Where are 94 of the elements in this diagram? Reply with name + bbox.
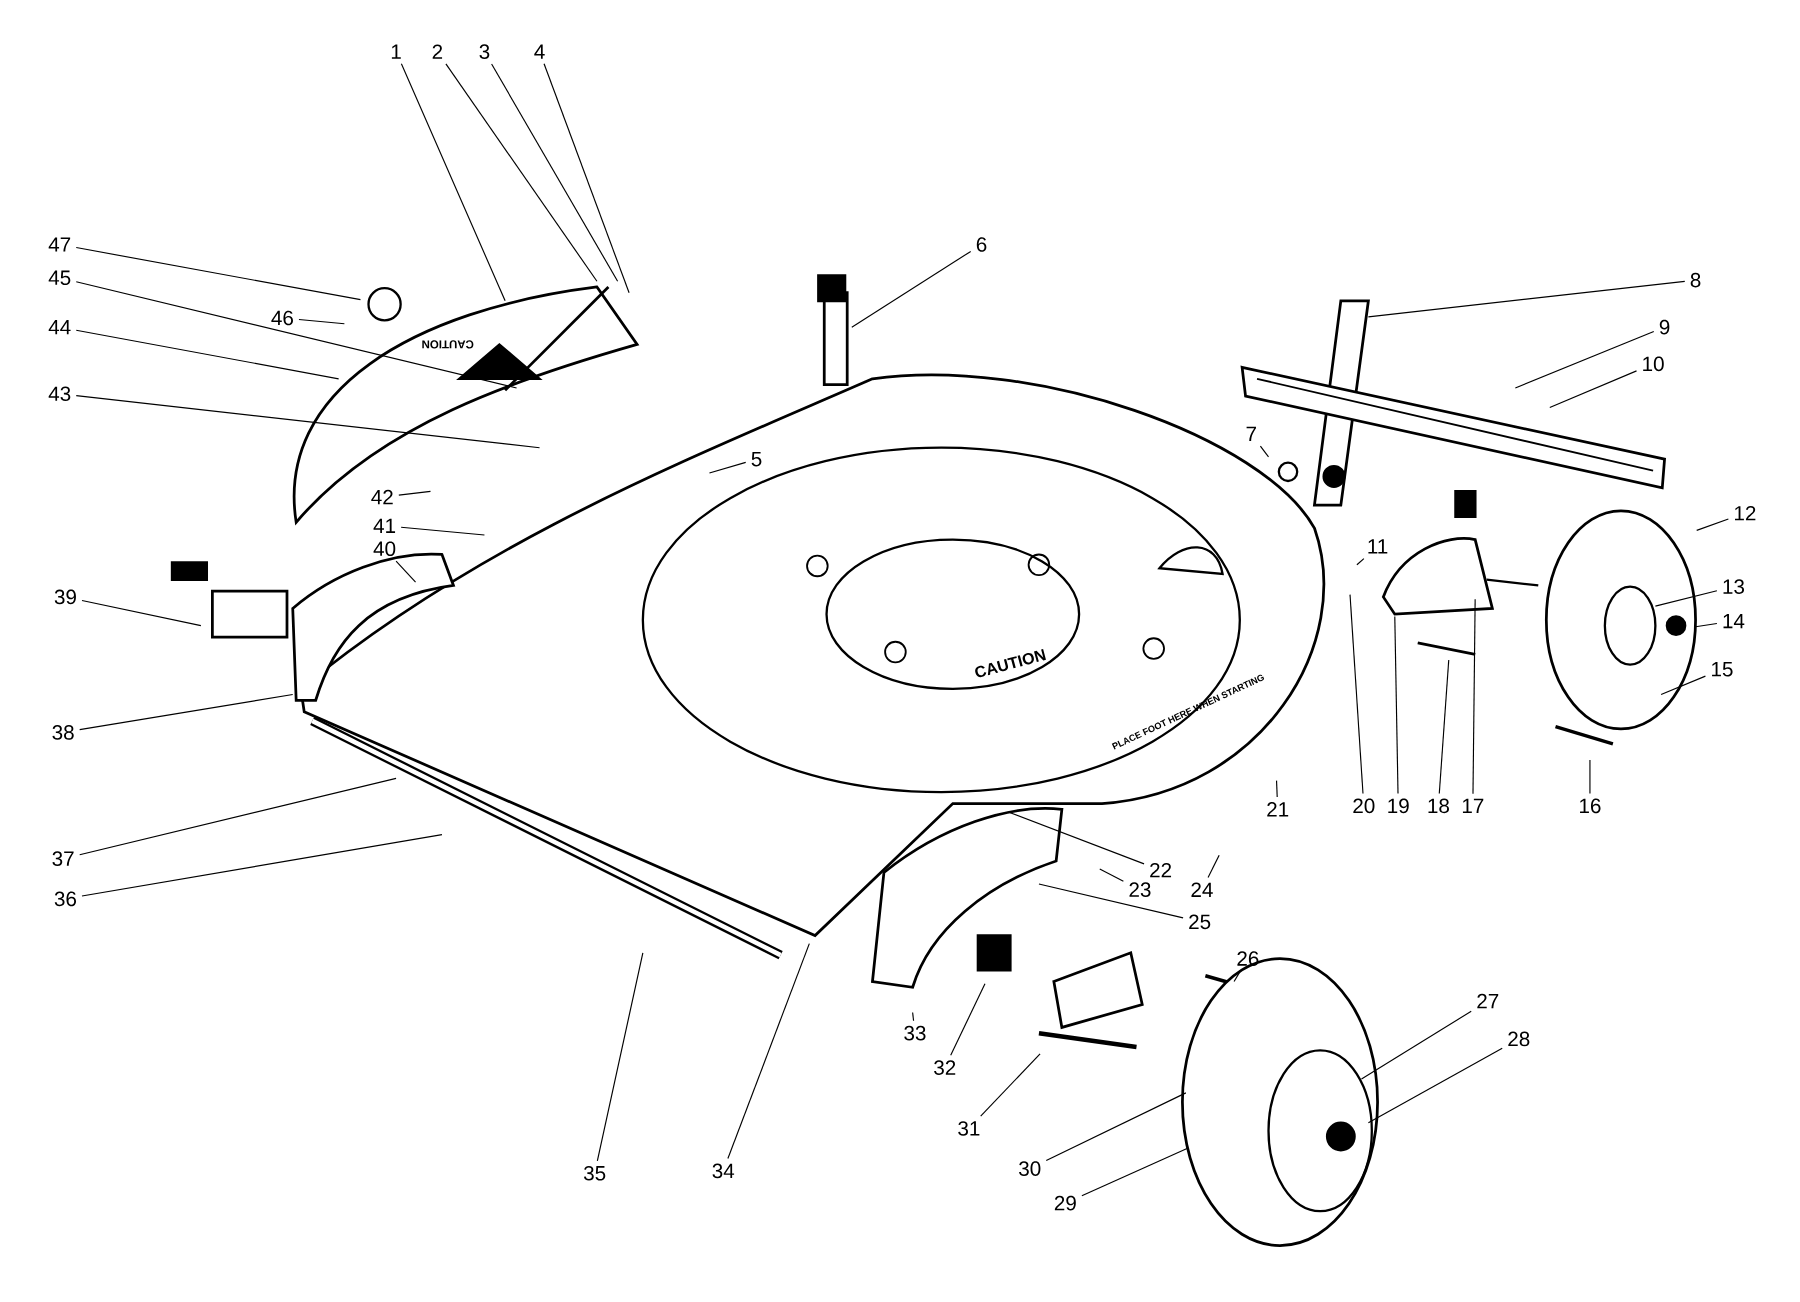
callout-number: 29 xyxy=(1054,1195,1076,1211)
leader-line xyxy=(543,63,630,294)
leader-line xyxy=(851,250,972,328)
leader-line xyxy=(596,952,644,1162)
leader-line xyxy=(1514,331,1655,389)
leader-line xyxy=(400,526,486,536)
leader-line xyxy=(81,600,202,627)
leader-line xyxy=(1654,590,1718,607)
leader-line xyxy=(1472,598,1476,795)
leader-line xyxy=(1589,759,1591,795)
callout-number: 4 xyxy=(534,44,545,59)
leader-line xyxy=(1207,854,1220,879)
callout-number: 47 xyxy=(48,237,71,252)
callout-number: 44 xyxy=(48,320,71,335)
callout-number: 10 xyxy=(1643,356,1664,372)
leader-line xyxy=(1259,445,1270,458)
callout-number: 1 xyxy=(391,44,401,59)
callout-number: 19 xyxy=(1388,798,1409,814)
leader-line xyxy=(1099,868,1124,882)
leader-line xyxy=(708,461,747,474)
leader-line xyxy=(1394,616,1399,795)
leader-line xyxy=(400,63,506,302)
leader-line xyxy=(398,490,432,496)
leader-line xyxy=(79,694,294,731)
leader-line xyxy=(1233,970,1241,983)
callout-number: 32 xyxy=(934,1060,956,1076)
callout-number: 23 xyxy=(1129,882,1151,898)
callout-number: 11 xyxy=(1368,539,1388,554)
callout-number: 14 xyxy=(1723,614,1745,629)
leader-line xyxy=(1660,675,1706,696)
leader-line xyxy=(1696,518,1729,532)
callout-number: 8 xyxy=(1690,272,1701,288)
leader-line xyxy=(75,329,340,380)
callout-number: 9 xyxy=(1659,319,1670,335)
callout-number: 45 xyxy=(48,270,71,286)
callout-number: 24 xyxy=(1191,882,1213,897)
callout-number: 27 xyxy=(1477,993,1499,1009)
leader-line xyxy=(81,834,443,897)
leader-line xyxy=(1045,1092,1187,1162)
callout-number: 41 xyxy=(373,518,396,533)
callout-number: 36 xyxy=(54,891,76,907)
leader-line xyxy=(1360,1010,1472,1080)
leader-line xyxy=(1438,659,1450,795)
callout-number: 6 xyxy=(976,237,987,252)
leader-line xyxy=(912,1012,915,1022)
leader-line xyxy=(79,777,397,856)
leader-line xyxy=(1549,370,1638,409)
leader-line xyxy=(1038,883,1184,919)
leader-line xyxy=(1009,812,1145,865)
leader-line xyxy=(298,319,345,325)
callout-number: 15 xyxy=(1712,662,1733,677)
callout-number: 25 xyxy=(1189,914,1211,930)
callout-number: 7 xyxy=(1246,426,1256,442)
callout-number: 13 xyxy=(1723,579,1744,595)
decal-text: CAUTION xyxy=(422,340,474,349)
callout-number: 39 xyxy=(54,589,76,605)
callout-number: 28 xyxy=(1508,1031,1530,1047)
callout-number: 21 xyxy=(1267,802,1289,817)
leader-line xyxy=(727,943,810,1160)
leader-line xyxy=(1367,280,1686,318)
leader-line xyxy=(395,560,417,583)
callout-number: 22 xyxy=(1150,863,1172,878)
leader-line xyxy=(75,247,362,301)
leader-line xyxy=(1695,623,1718,628)
callout-number: 3 xyxy=(479,44,490,60)
callout-number: 38 xyxy=(52,725,74,740)
callout-number: 35 xyxy=(583,1166,606,1181)
callout-number: 42 xyxy=(371,489,393,505)
callout-number: 12 xyxy=(1735,506,1756,521)
callout-number: 37 xyxy=(52,851,74,867)
leader-line xyxy=(1349,594,1364,795)
callout-number: 16 xyxy=(1580,798,1601,814)
leader-line xyxy=(75,395,541,449)
callout-number: 34 xyxy=(712,1163,735,1179)
leader-line xyxy=(445,63,598,282)
callout-number: 31 xyxy=(958,1121,980,1136)
callout-number: 17 xyxy=(1462,798,1484,814)
leader-line xyxy=(950,983,986,1056)
leader-line xyxy=(75,281,518,389)
leader-line xyxy=(491,63,619,282)
leader-line xyxy=(980,1053,1041,1117)
callout-number: 2 xyxy=(432,44,443,59)
callout-number: 20 xyxy=(1353,798,1375,814)
leader-line xyxy=(1081,1147,1189,1197)
leader-line xyxy=(1275,780,1278,798)
leader-line xyxy=(1356,558,1365,566)
callout-number: 30 xyxy=(1019,1161,1041,1177)
callout-number: 40 xyxy=(373,541,396,557)
callout-number: 43 xyxy=(48,386,71,402)
leader-line xyxy=(1367,1047,1503,1124)
callout-number: 46 xyxy=(271,310,293,326)
callout-number: 33 xyxy=(904,1025,926,1041)
callout-number: 5 xyxy=(751,452,762,467)
callout-number: 18 xyxy=(1428,798,1449,814)
